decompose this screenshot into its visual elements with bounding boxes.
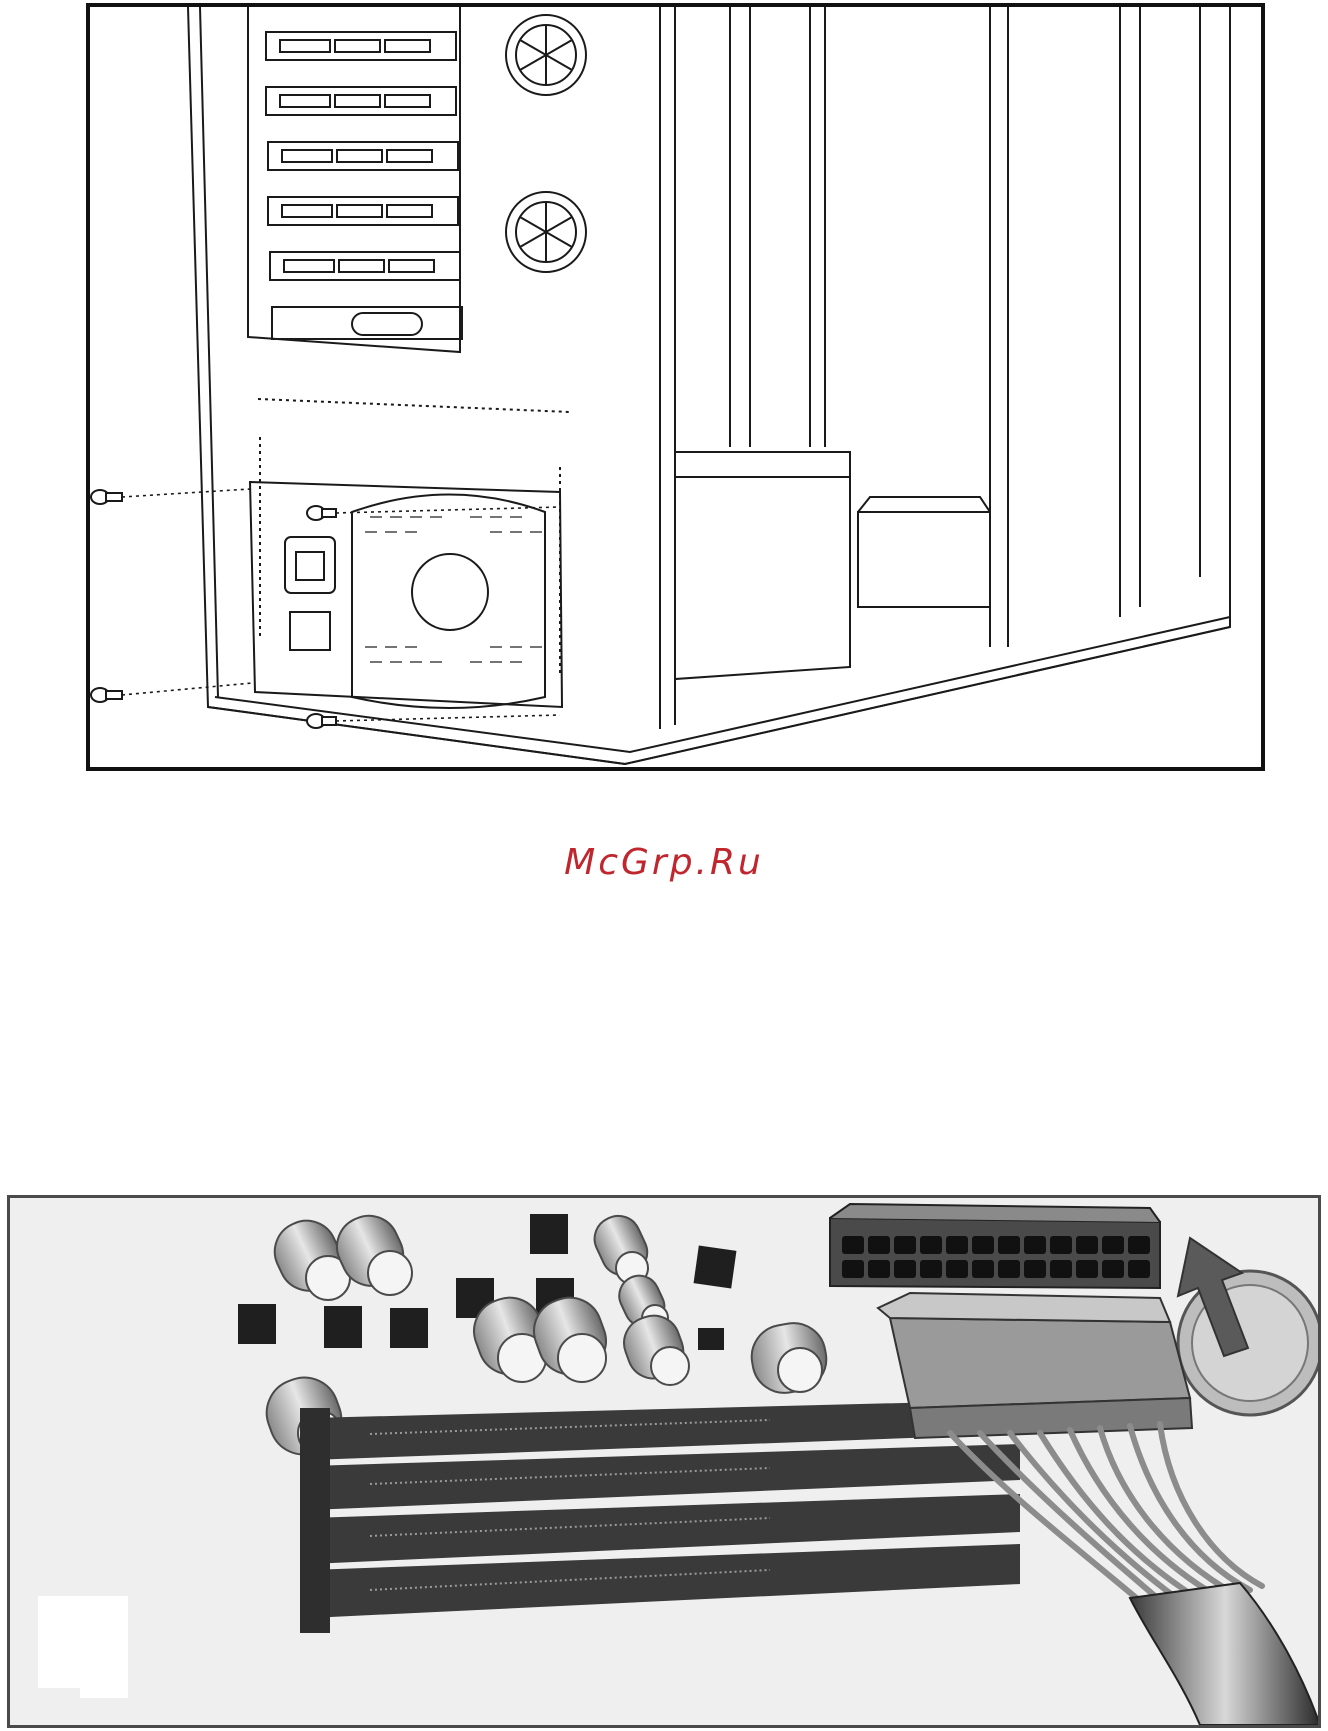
screw-guide-lines [122, 489, 560, 721]
motherboard-power-figure [7, 1195, 1321, 1728]
atx-plug [878, 1293, 1192, 1438]
psu-installation-illustration [90, 7, 1261, 767]
psu-fan-hex-grille [365, 517, 542, 662]
watermark-text: McGrp.Ru [0, 842, 1328, 883]
psu-installation-figure [86, 3, 1265, 771]
drive-cage [675, 452, 850, 679]
ram-slot-icon [300, 1400, 1020, 1633]
motherboard-power-illustration [10, 1198, 1318, 1725]
psu-icon [250, 482, 562, 707]
fan-grille-icon [506, 15, 586, 272]
expansion-slot-icon [266, 32, 462, 339]
cable-sleeve [1130, 1583, 1318, 1725]
expansion-slot-frame [248, 7, 460, 352]
case-rear-panel [188, 7, 1230, 764]
